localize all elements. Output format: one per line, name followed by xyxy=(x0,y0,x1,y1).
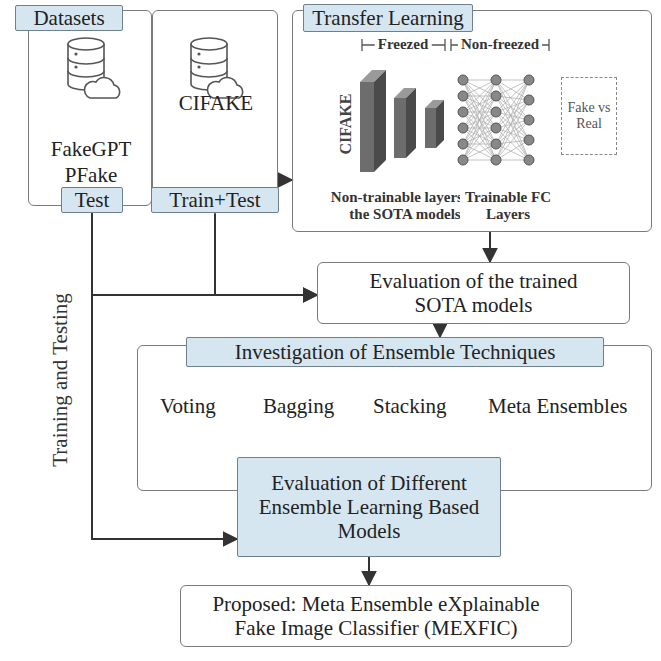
node-text: Meta Ensembles xyxy=(488,394,627,418)
process-box: Evaluation of Different Ensemble Learnin… xyxy=(237,457,501,557)
node-text: Train+Test xyxy=(169,188,260,212)
node-text: Stacking xyxy=(373,394,447,418)
dataset-panel: Train+TestCIFAKE xyxy=(152,10,278,206)
node-text: Proposed: Meta Ensemble eXplainable Fake… xyxy=(193,592,559,640)
node-text: Bagging xyxy=(263,394,334,418)
arrow-connector xyxy=(215,213,317,295)
axis-label: CIFAKE xyxy=(337,90,355,157)
node-text: FakeGPT xyxy=(29,137,153,161)
arrow-connector xyxy=(368,557,370,585)
node-text: CIFAKE xyxy=(153,91,279,115)
node-text: Voting xyxy=(160,394,216,418)
arrow-connector xyxy=(439,324,441,337)
node-text: Test xyxy=(75,188,110,212)
tab-label: Train+Test xyxy=(151,187,279,213)
dataset-panel: TestDatasetsFakeGPTPFake xyxy=(28,10,152,206)
panel-heading: Investigation of Ensemble Techniques xyxy=(186,337,604,367)
tab-label: Test xyxy=(61,187,123,213)
annotation-label: Freezed xyxy=(375,36,432,53)
database-icon xyxy=(191,38,243,98)
arrow-connector xyxy=(278,179,292,181)
arrow-connector xyxy=(92,213,317,295)
axis-label: Training and Testing xyxy=(48,290,72,470)
panel-heading: Datasets xyxy=(15,5,123,31)
node-text: Evaluation of the trained SOTA models xyxy=(368,269,579,317)
database-icon xyxy=(68,38,120,98)
annotation-label: Non-freezed xyxy=(458,36,542,53)
node-text: Fake vs Real xyxy=(562,100,616,132)
frozen-layers xyxy=(360,70,444,172)
output-box: Fake vs Real xyxy=(561,77,617,155)
fc-network xyxy=(458,75,534,165)
process-box: Evaluation of the trained SOTA models xyxy=(317,262,630,324)
panel-heading: Transfer Learning xyxy=(303,4,473,32)
annotation-label: Trainable FC Layers xyxy=(460,189,556,224)
arrow-connector xyxy=(489,232,491,262)
node-text: PFake xyxy=(29,163,153,187)
node-text: Evaluation of Different Ensemble Learnin… xyxy=(254,471,484,543)
result-box: Proposed: Meta Ensemble eXplainable Fake… xyxy=(180,585,572,647)
